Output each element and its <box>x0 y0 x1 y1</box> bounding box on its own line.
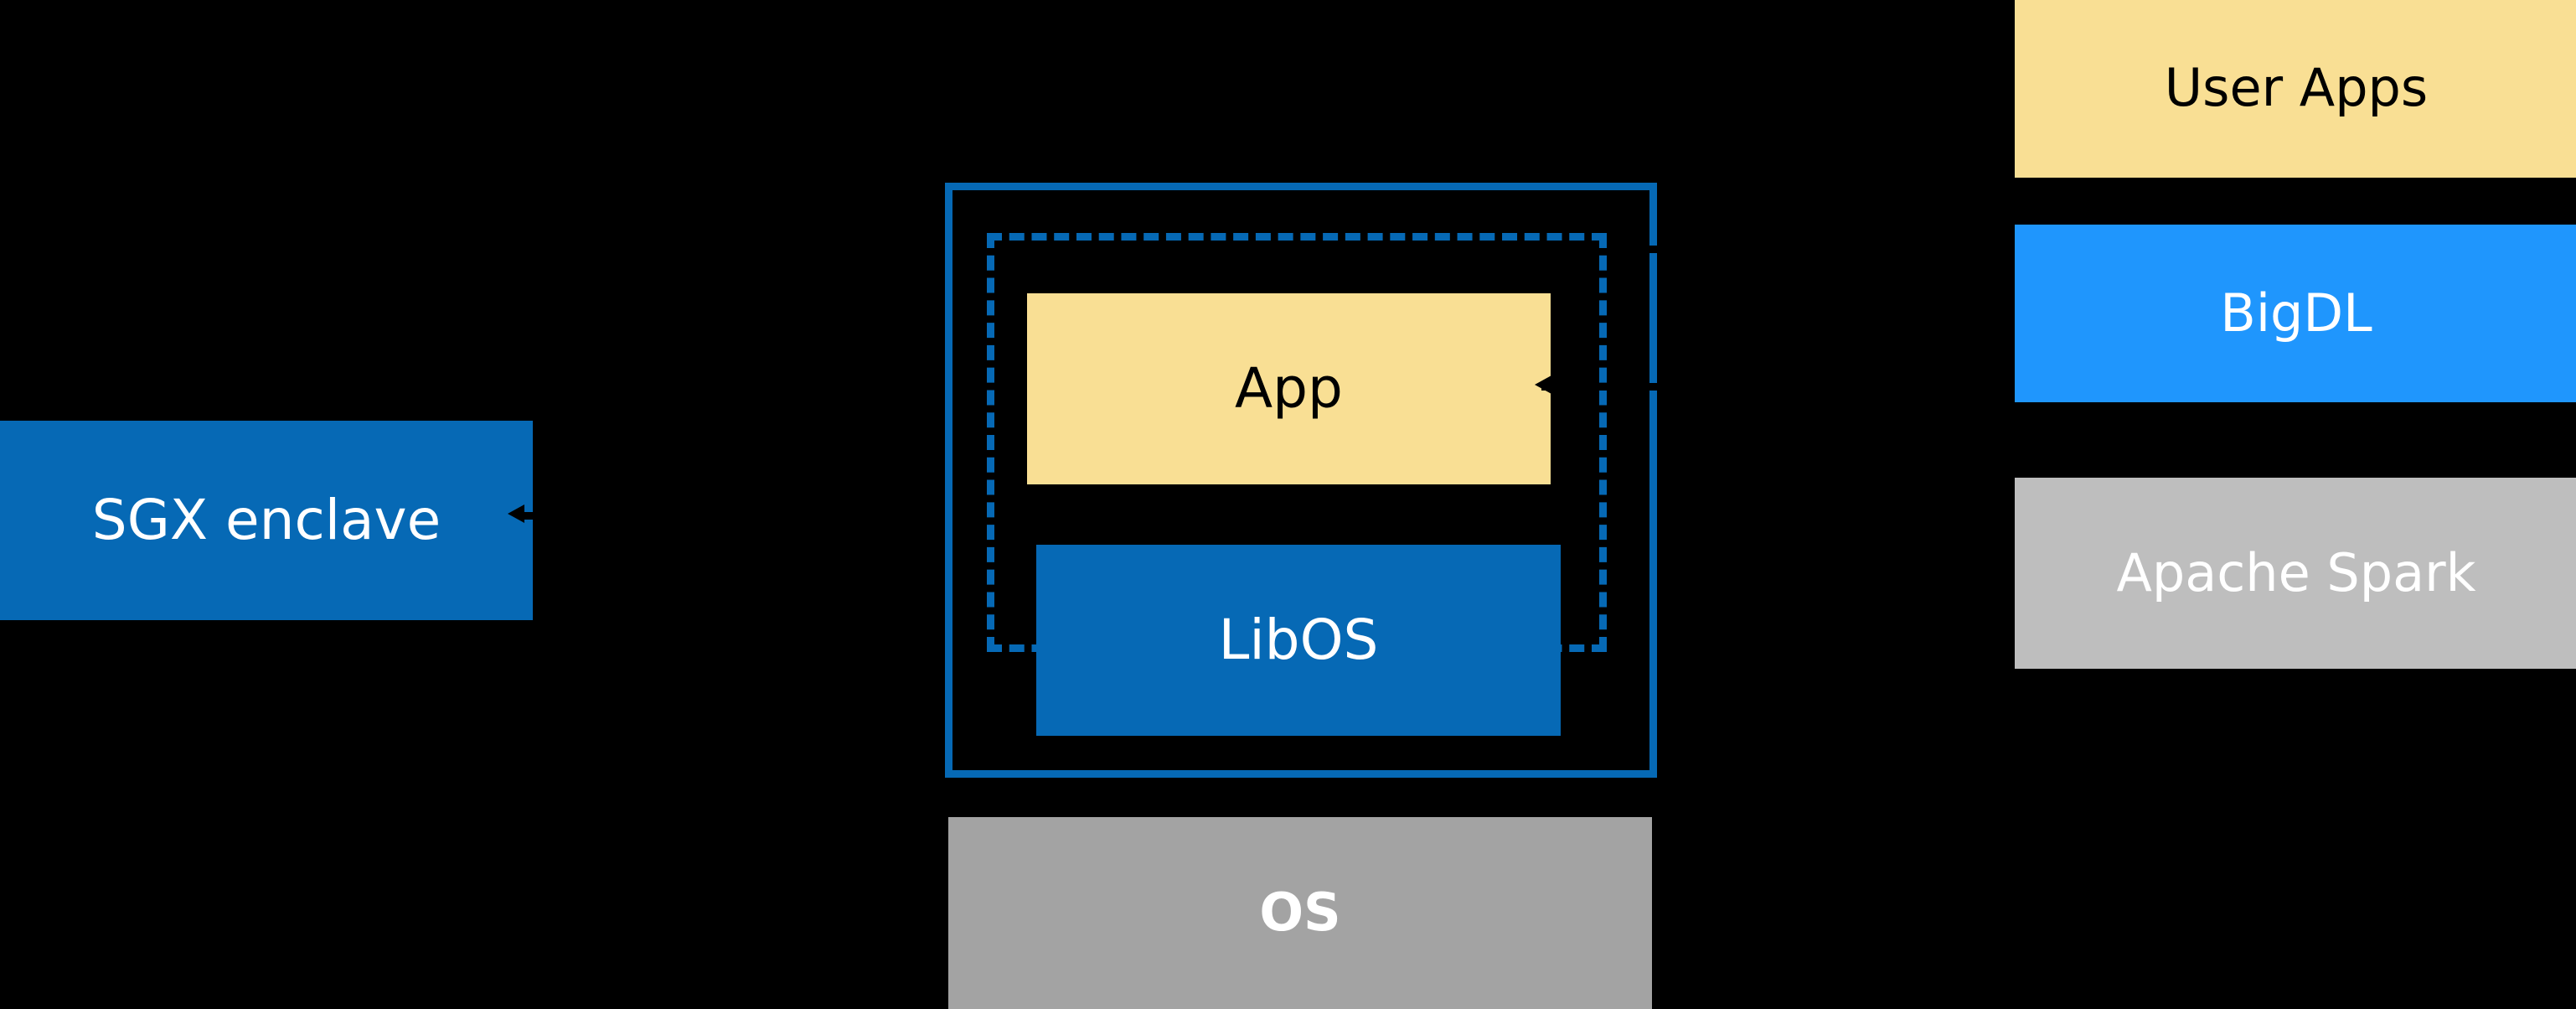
sgx-enclave-label: SGX enclave <box>91 487 441 552</box>
libos-box: LibOS <box>1036 545 1561 736</box>
connector-user-apps-to-app <box>1541 383 2027 391</box>
os-label: OS <box>1259 882 1341 944</box>
apache-spark-label: Apache Spark <box>2116 541 2476 603</box>
connector-sgx-to-enclave <box>519 512 955 520</box>
enclave-outer-frame <box>945 183 1657 778</box>
user-apps-label: User Apps <box>2164 56 2429 118</box>
os-box: OS <box>948 817 1652 1009</box>
connector-bigdl-crossing <box>1617 246 2019 253</box>
bigdl-label: BigDL <box>2220 282 2372 344</box>
arrowhead-sgx-enclave <box>508 504 524 523</box>
libos-label: LibOS <box>1218 607 1379 672</box>
sgx-enclave-box: SGX enclave <box>0 421 533 620</box>
arrowhead-app <box>1535 375 1551 394</box>
app-label: App <box>1235 355 1343 421</box>
connector-user-apps-crossing <box>1617 170 2019 178</box>
app-box: App <box>1027 293 1551 484</box>
apache-spark-box: Apache Spark <box>2015 478 2576 669</box>
user-apps-box: User Apps <box>2015 0 2576 178</box>
bigdl-box: BigDL <box>2015 225 2576 402</box>
